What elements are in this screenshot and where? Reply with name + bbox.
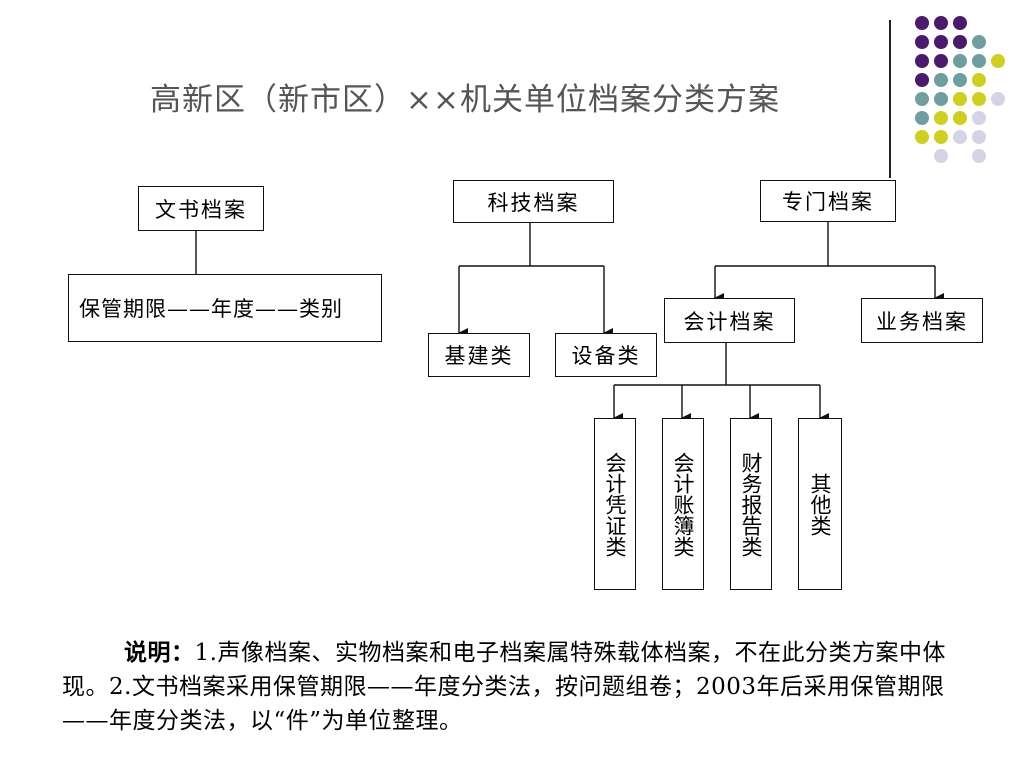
note-label: 说明： [124, 639, 195, 666]
node-baogao: 财务报告类 [730, 418, 772, 590]
decorative-vertical-line [889, 20, 891, 178]
node-zhuanmen: 专门档案 [760, 180, 896, 222]
node-jijian: 基建类 [428, 333, 530, 377]
node-wenshu: 文书档案 [138, 186, 264, 231]
node-zhangbu: 会计账簿类 [662, 418, 704, 590]
node-kuaiji: 会计档案 [664, 298, 795, 343]
page-title: 高新区（新市区）××机关单位档案分类方案 [150, 82, 780, 118]
node-wenshu-child: 保管期限——年度——类别 [68, 274, 382, 342]
note-text: 1.声像档案、实物档案和电子档案属特殊载体档案，不在此分类方案中体现。2.文书档… [62, 640, 946, 734]
node-yewu: 业务档案 [861, 298, 983, 343]
node-qita: 其他类 [798, 418, 842, 590]
explanation-note: 说明：1.声像档案、实物档案和电子档案属特殊载体档案，不在此分类方案中体现。2.… [62, 636, 952, 738]
node-keji: 科技档案 [453, 180, 614, 223]
node-pingzheng: 会计凭证类 [594, 418, 636, 590]
node-shebei: 设备类 [555, 333, 657, 377]
